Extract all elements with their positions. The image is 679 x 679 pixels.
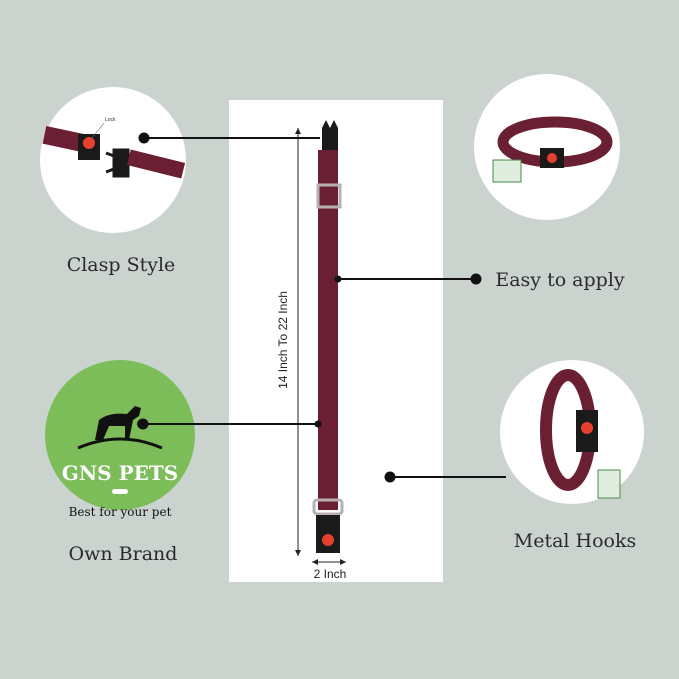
connector-apply	[334, 273, 482, 285]
collar-strap-image	[312, 120, 344, 553]
connector-brand	[137, 418, 322, 430]
brand-tagline: Best for your pet	[69, 505, 172, 519]
length-dimension	[295, 128, 301, 556]
width-dimension	[312, 559, 346, 565]
length-label: 14 Inch To 22 Inch	[276, 291, 290, 389]
metal-hooks-image	[500, 360, 644, 504]
own-brand-label: Own Brand	[69, 543, 178, 565]
clasp-style-image	[40, 87, 186, 233]
lock-callout: Lock	[105, 117, 116, 123]
connector-clasp	[138, 132, 320, 144]
gns-pets-logo: GNS PETS Best for your pet	[45, 360, 195, 519]
connector-hooks	[384, 471, 506, 483]
easy-to-apply-image	[474, 74, 620, 220]
easy-to-apply-label: Easy to apply	[495, 269, 625, 291]
metal-hooks-label: Metal Hooks	[514, 530, 637, 552]
clasp-style-label: Clasp Style	[67, 254, 176, 276]
brand-name: GNS PETS	[62, 461, 178, 485]
width-label: 2 Inch	[314, 567, 347, 581]
